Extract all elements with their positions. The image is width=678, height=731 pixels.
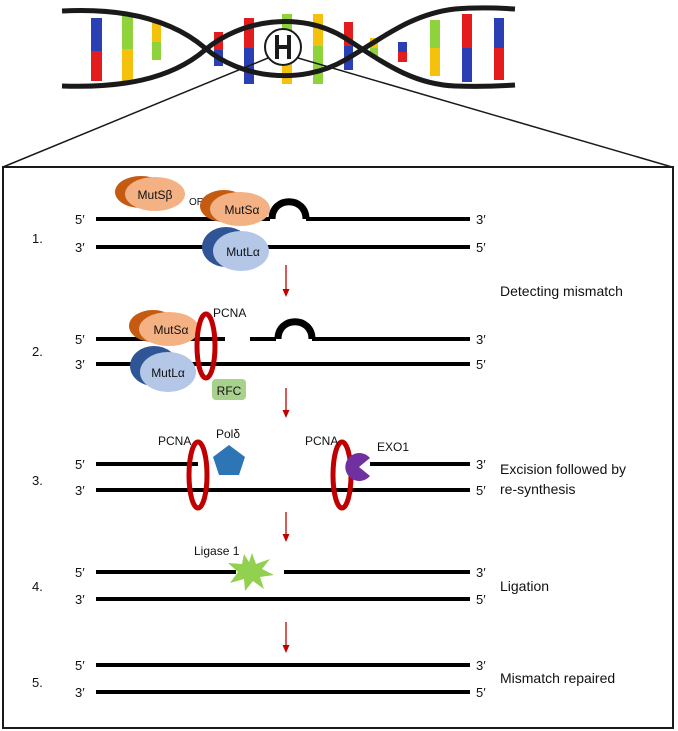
strand-end-5prime: 5′ [75, 212, 85, 227]
strand-end-5prime: 5′ [476, 483, 486, 498]
strand-end-3prime: 3′ [476, 332, 486, 347]
muts-beta-complex: MutSβ [115, 176, 185, 211]
step-arrow-2 [282, 388, 290, 418]
strand-end-3prime: 3′ [75, 685, 85, 700]
mutl-alpha-label: MutLα [151, 366, 185, 380]
mutl-alpha-complex: MutLα [202, 227, 269, 271]
strand-end-3prime: 3′ [476, 565, 486, 580]
exo1-complex: EXO1 [345, 440, 409, 481]
mutl-alpha-label: MutLα [226, 245, 260, 259]
step-number-2: 2. [32, 344, 43, 359]
step-5: 5′ 3′ 3′ 5′ [75, 658, 486, 700]
step-numbers: 1. 2. 3. 4. 5. [32, 231, 43, 690]
step-arrow-1 [282, 265, 290, 297]
pol-delta-label: Polδ [216, 427, 240, 441]
rfc-label: RFC [217, 384, 242, 398]
mismatch-bulge [274, 318, 316, 340]
or-label: OR [189, 197, 204, 208]
step-number-5: 5. [32, 675, 43, 690]
step-3: 5′ 3′ 3′ 5′ PCNA Polδ PCNA EXO1 [75, 427, 486, 511]
ligase-1-complex: Ligase 1 [194, 544, 274, 591]
strand-end-3prime: 3′ [476, 212, 486, 227]
rfc-complex: RFC [212, 379, 246, 400]
strand-end-3prime: 3′ [75, 483, 85, 498]
step-description-ligation: Ligation [500, 578, 549, 594]
strand-end-5prime: 5′ [75, 457, 85, 472]
muts-alpha-complex: MutSα [200, 190, 270, 226]
step-description-repaired: Mismatch repaired [500, 670, 615, 686]
muts-alpha-complex: MutSα [129, 310, 199, 346]
pcna-label: PCNA [305, 434, 338, 448]
step-2: 5′ 3′ 3′ 5′ MutSα MutLα PCNA RFC [75, 306, 486, 400]
strand-end-5prime: 5′ [476, 240, 486, 255]
strand-end-3prime: 3′ [75, 592, 85, 607]
pcna-label: PCNA [213, 306, 246, 320]
helix-backbones [61, 5, 516, 89]
step-arrow-3 [282, 512, 290, 542]
step-number-4: 4. [32, 579, 43, 594]
step-number-1: 1. [32, 231, 43, 246]
step-description-excision-line1: Excision followed by [500, 461, 626, 477]
step-description-detecting: Detecting mismatch [500, 283, 623, 299]
mutl-alpha-complex: MutLα [130, 346, 196, 392]
pol-delta-complex: Polδ [213, 427, 245, 475]
strand-end-3prime: 3′ [476, 457, 486, 472]
pcna-ring [194, 311, 218, 381]
strand-end-5prime: 5′ [476, 357, 486, 372]
pcna-label: PCNA [158, 434, 191, 448]
step-number-3: 3. [32, 473, 43, 488]
exo1-label: EXO1 [377, 440, 409, 454]
zoom-circle [264, 28, 302, 66]
strand-end-3prime: 3′ [75, 240, 85, 255]
muts-alpha-label: MutSα [225, 203, 260, 217]
strand-end-5prime: 5′ [476, 592, 486, 607]
ligase-1-label: Ligase 1 [194, 544, 240, 558]
zoom-lines [2, 57, 673, 168]
strand-end-5prime: 5′ [75, 332, 85, 347]
muts-alpha-label: MutSα [154, 323, 189, 337]
step-4: 5′ 3′ 3′ 5′ Ligase 1 [75, 544, 486, 607]
pcna-ring [186, 439, 210, 511]
strand-end-5prime: 5′ [75, 658, 85, 673]
step-arrow-4 [282, 622, 290, 653]
step-description-excision-line2: re-synthesis [500, 481, 575, 497]
strand-end-5prime: 5′ [75, 565, 85, 580]
muts-beta-label: MutSβ [138, 188, 173, 202]
strand-end-3prime: 3′ [75, 357, 85, 372]
mismatch-bulge [268, 198, 310, 220]
strand-end-3prime: 3′ [476, 658, 486, 673]
dna-helix-illustration [61, 5, 516, 89]
strand-end-5prime: 5′ [476, 685, 486, 700]
step-1: 5′ 3′ 3′ 5′ MutSβ OR MutSα MutLα [75, 176, 486, 271]
